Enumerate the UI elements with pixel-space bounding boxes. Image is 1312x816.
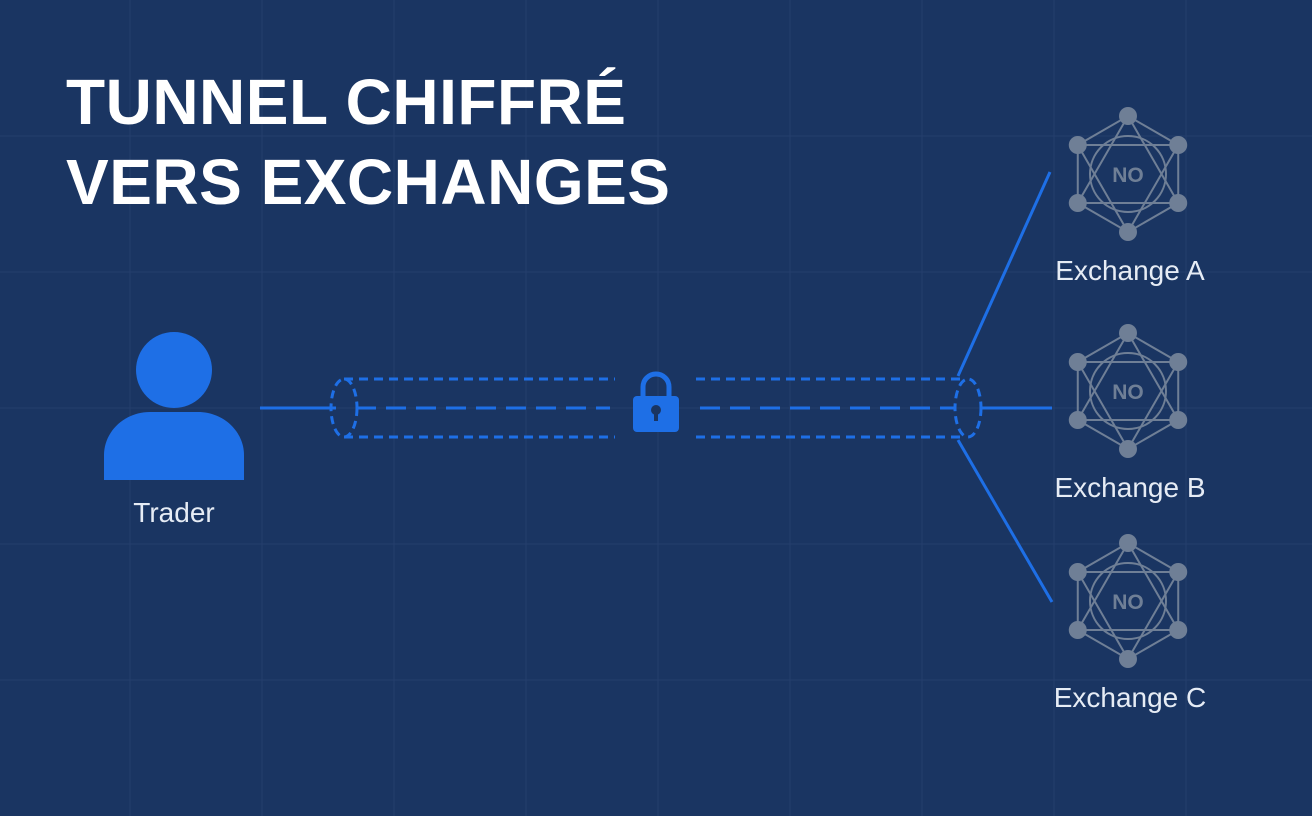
- trader-node: Trader: [104, 332, 244, 528]
- user-icon: [104, 332, 244, 480]
- page-title: TUNNEL CHIFFRÉ VERS EXCHANGES: [66, 62, 670, 222]
- exchange-badge: NO: [1112, 591, 1144, 614]
- connector-exchange-c: [956, 439, 1054, 603]
- exchange-label: Exchange A: [1055, 255, 1205, 286]
- network-node-icon: [1068, 534, 1188, 668]
- trader-label: Trader: [133, 497, 214, 528]
- exchange-label: Exchange C: [1054, 682, 1207, 713]
- tunnel-end-left: [329, 377, 359, 439]
- exchange-badge: NO: [1112, 164, 1144, 187]
- exchange-badge: NO: [1112, 381, 1144, 404]
- title-line-2: VERS EXCHANGES: [66, 146, 671, 218]
- exchange-connectors: [956, 171, 1054, 603]
- exchange-label: Exchange B: [1055, 472, 1206, 503]
- connector-exchange-a: [956, 171, 1052, 377]
- lock-icon: [633, 371, 679, 432]
- encrypted-tunnel: [329, 377, 983, 439]
- network-node-icon: [1068, 324, 1188, 458]
- exchanges: NO Exchange A NO Exchange B NO Exchange C: [1054, 107, 1207, 713]
- network-node-icon: [1068, 107, 1188, 241]
- exchange-node-b: NO Exchange B: [1055, 324, 1206, 503]
- title-line-1: TUNNEL CHIFFRÉ: [66, 66, 627, 138]
- exchange-node-a: NO Exchange A: [1055, 107, 1205, 286]
- exchange-node-c: NO Exchange C: [1054, 534, 1207, 713]
- tunnel-end-right: [953, 377, 983, 439]
